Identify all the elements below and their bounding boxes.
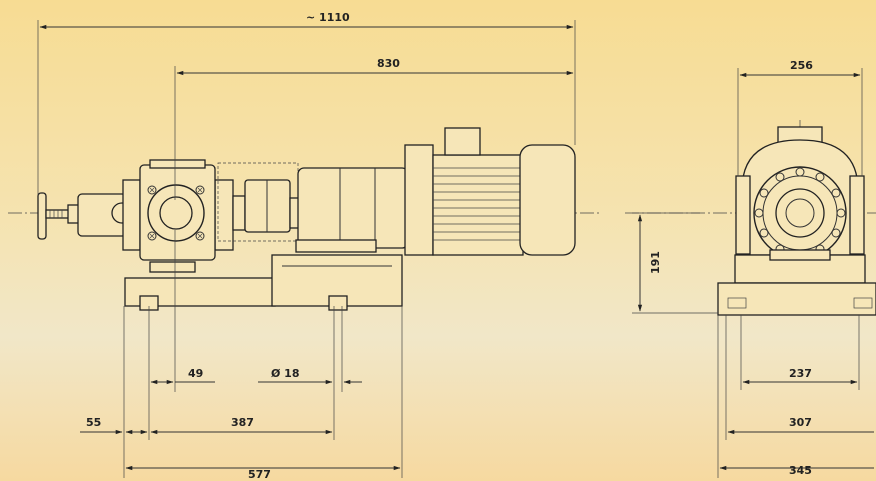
dim-base-length: 577 [248,468,271,481]
dim-hole-spacing: 387 [231,416,254,429]
dim-hole-diameter: Ø 18 [271,367,300,380]
pump-body [122,159,234,273]
pump-casing-front [735,126,865,260]
dim-motor-to-pump: 830 [377,57,400,70]
dim-base-width: 345 [789,464,812,477]
dim-shaft-height: 191 [649,251,662,274]
coupling [217,162,303,242]
base-front [717,249,876,316]
front-dimensions [632,68,874,478]
handwheel [37,192,81,240]
motor [432,127,576,256]
dim-foot-offset: 49 [188,367,203,380]
base-plate [124,254,403,311]
side-view [8,20,600,478]
dimension-labels: ~ 1110 830 256 191 49 Ø 18 55 387 577 23… [86,11,813,481]
dim-end-offset: 55 [86,416,101,429]
side-dimensions [37,20,576,478]
dim-hole-span-width: 307 [789,416,812,429]
dim-side-width: 256 [790,59,813,72]
gearbox [295,144,434,256]
front-view [625,68,876,478]
dim-foot-width: 237 [789,367,812,380]
dim-overall-length: ~ 1110 [306,11,350,24]
